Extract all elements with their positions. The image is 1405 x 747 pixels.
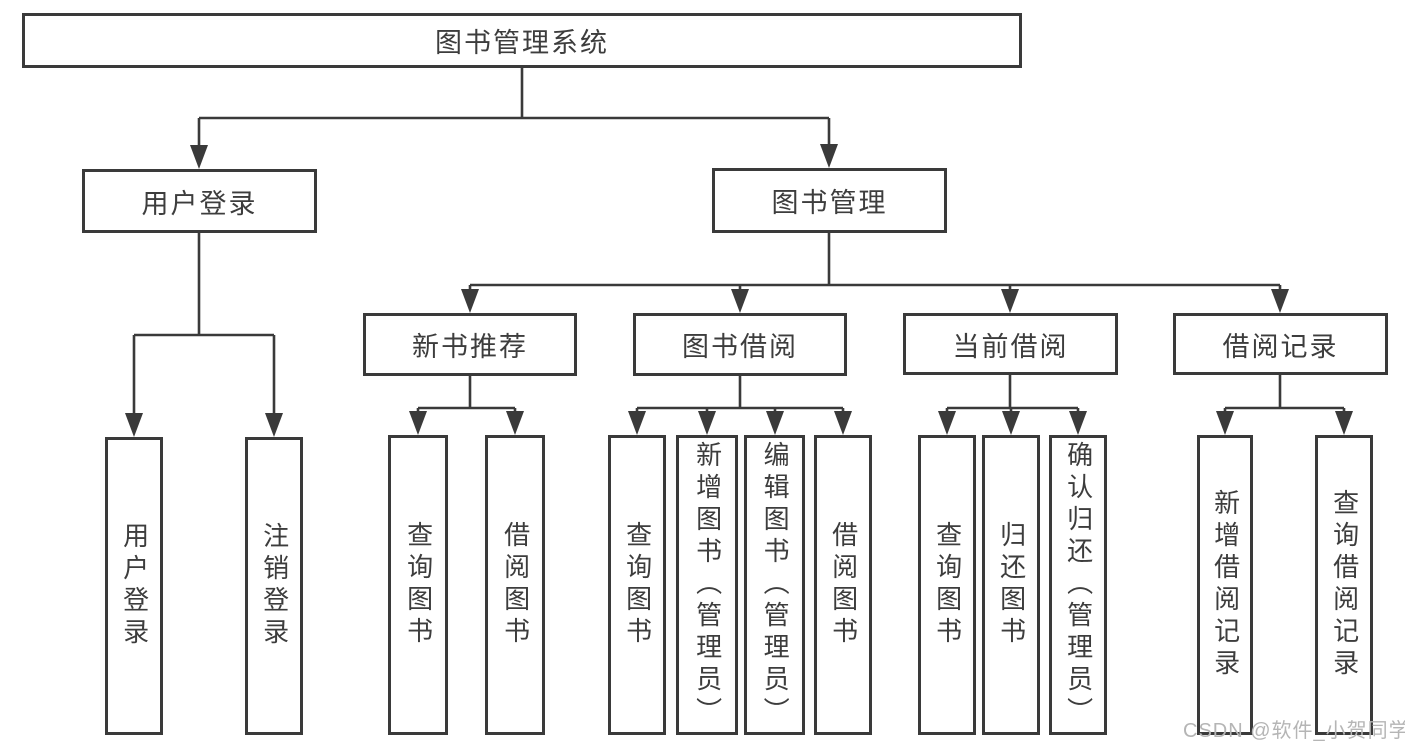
leaf-add-borrow-record-label: 新增借阅记录 [1210, 489, 1241, 681]
leaf-add-borrow-record: 新增借阅记录 [1197, 435, 1253, 735]
node-borrow-records: 借阅记录 [1173, 313, 1388, 375]
arrowheads [125, 144, 1353, 437]
node-current-borrowing-label: 当前借阅 [952, 331, 1069, 362]
node-new-book-recommend: 新书推荐 [363, 313, 577, 376]
leaf-add-books-admin: 新增图书（管理员） [676, 435, 738, 735]
leaf-query-books-borrowing-label: 查询图书 [622, 521, 653, 649]
node-book-management: 图书管理 [712, 168, 947, 233]
node-user-login-label: 用户登录 [141, 188, 258, 219]
leaf-confirm-return-admin: 确认归还（管理员） [1049, 435, 1107, 735]
leaf-query-borrow-record: 查询借阅记录 [1315, 435, 1373, 735]
node-borrow-records-label: 借阅记录 [1222, 331, 1339, 362]
leaf-query-books-recommend-label: 查询图书 [403, 521, 434, 649]
csdn-watermark: CSDN @软件_小贺同学 [1183, 720, 1405, 742]
leaf-borrow-books: 借阅图书 [814, 435, 872, 735]
leaf-query-borrow-record-label: 查询借阅记录 [1329, 489, 1360, 681]
leaf-logout-login: 注销登录 [245, 437, 303, 735]
leaf-confirm-return-admin-label: 确认归还（管理员） [1063, 441, 1094, 729]
node-root-label: 图书管理系统 [435, 28, 609, 58]
leaf-user-login: 用户登录 [105, 437, 163, 735]
leaf-user-login-label: 用户登录 [119, 522, 150, 650]
leaf-return-books: 归还图书 [982, 435, 1040, 735]
leaf-return-books-label: 归还图书 [996, 521, 1027, 649]
node-book-borrowing: 图书借阅 [633, 313, 847, 376]
node-new-book-recommend-label: 新书推荐 [412, 332, 528, 362]
leaf-edit-books-admin: 编辑图书（管理员） [744, 435, 805, 735]
node-current-borrowing: 当前借阅 [903, 313, 1118, 375]
leaf-edit-books-admin-label: 编辑图书（管理员） [760, 441, 791, 729]
node-book-management-label: 图书管理 [771, 188, 888, 218]
node-root: 图书管理系统 [22, 13, 1022, 68]
leaf-query-books-current: 查询图书 [918, 435, 976, 735]
node-book-borrowing-label: 图书借阅 [682, 332, 798, 362]
leaf-query-books-current-label: 查询图书 [932, 521, 963, 649]
leaf-logout-login-label: 注销登录 [259, 522, 290, 650]
leaf-query-books-borrowing: 查询图书 [608, 435, 666, 735]
leaf-query-books-recommend: 查询图书 [388, 435, 448, 735]
node-user-login: 用户登录 [82, 169, 317, 233]
leaf-borrow-books-label: 借阅图书 [828, 521, 859, 649]
leaf-borrow-books-recommend-label: 借阅图书 [500, 521, 531, 649]
leaf-borrow-books-recommend: 借阅图书 [485, 435, 545, 735]
leaf-add-books-admin-label: 新增图书（管理员） [692, 441, 723, 729]
